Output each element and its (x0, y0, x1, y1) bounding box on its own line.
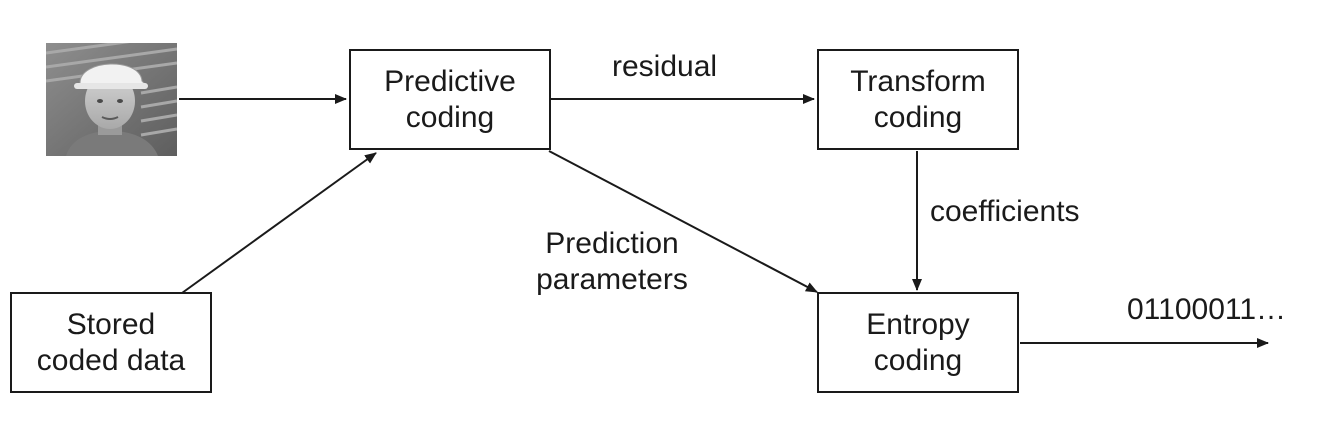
stored-coded-data-line2: coded data (36, 343, 186, 377)
arrow-stored-to-predictive (181, 152, 377, 294)
transform-coding-box: Transform coding (817, 49, 1019, 150)
entropy-coding-line1: Entropy (866, 307, 970, 341)
predictive-coding-line1: Predictive (384, 64, 516, 98)
prediction-parameters-line1: Prediction (545, 227, 679, 260)
predictive-coding-line2: coding (405, 100, 495, 134)
stored-coded-data-box: Stored coded data (10, 292, 212, 393)
transform-coding-line2: coding (873, 100, 963, 134)
prediction-parameters-label: Prediction parameters (512, 226, 712, 298)
residual-label: residual (612, 50, 718, 83)
arrow-predictive-to-entropy (548, 150, 818, 293)
coefficients-label: coefficients (930, 195, 1080, 228)
stored-coded-data-line1: Stored (66, 307, 156, 341)
output-bits-label: 01100011… (1127, 293, 1287, 326)
predictive-coding-box: Predictive coding (349, 49, 551, 150)
entropy-coding-box: Entropy coding (817, 292, 1019, 393)
prediction-parameters-line2: parameters (536, 263, 688, 296)
entropy-coding-line2: coding (873, 343, 963, 377)
input-image (46, 43, 177, 156)
transform-coding-line1: Transform (850, 64, 986, 98)
worker-portrait-image (46, 43, 177, 156)
